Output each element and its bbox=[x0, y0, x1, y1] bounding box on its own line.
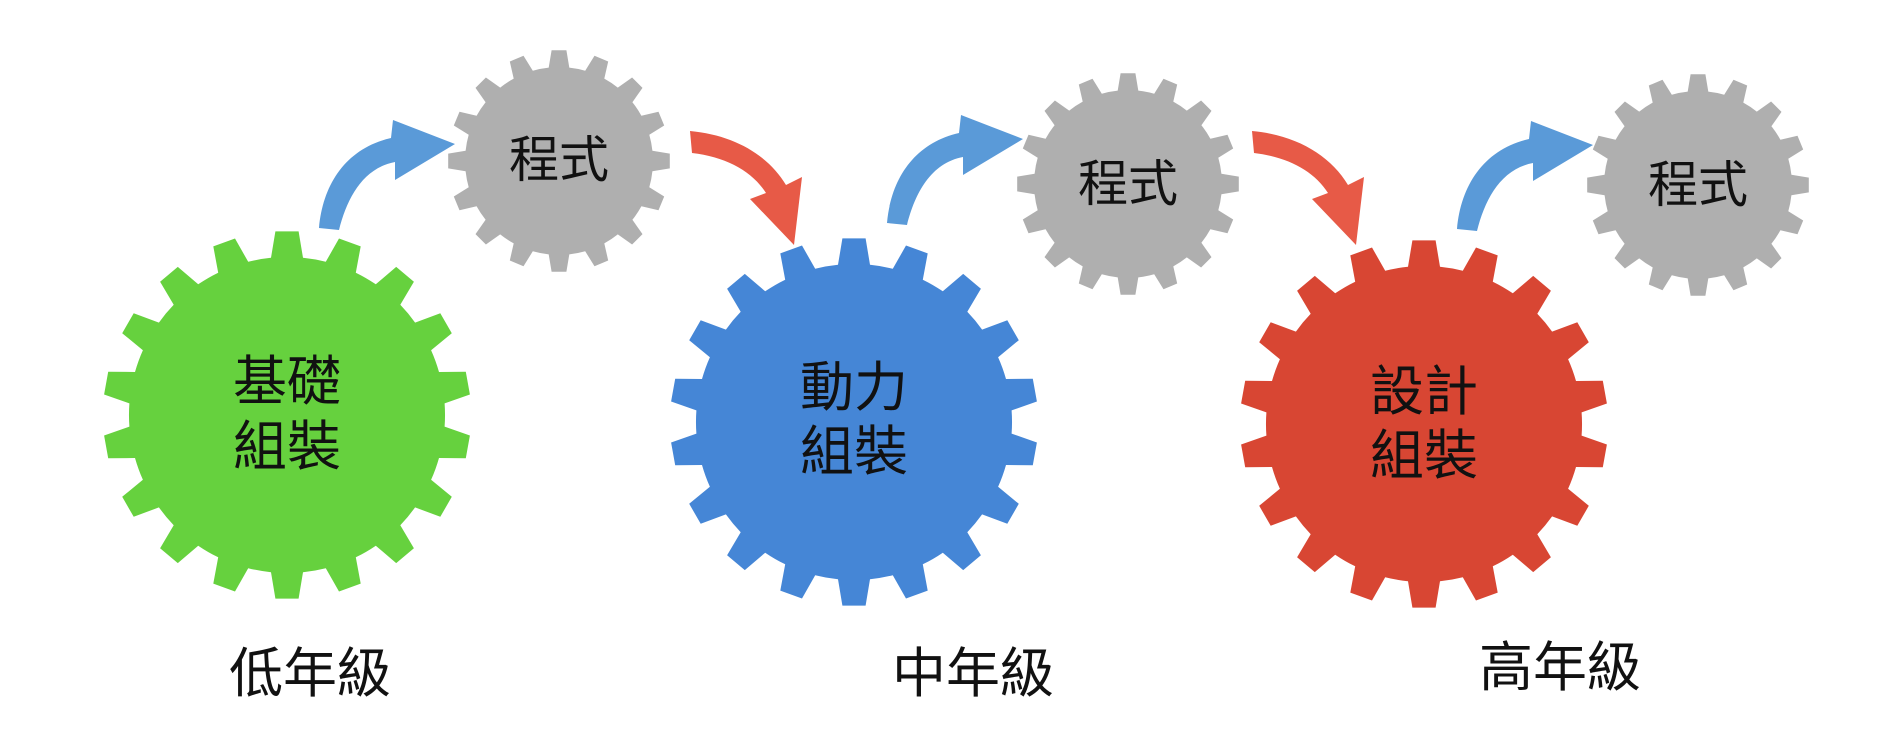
up-arrow-3 bbox=[1457, 121, 1593, 231]
grade-label-3: 高年級 bbox=[1479, 636, 1641, 699]
up-arrow-2 bbox=[887, 115, 1023, 225]
program-gear-1-shape bbox=[448, 50, 670, 272]
program-gear-3-shape bbox=[1587, 74, 1809, 296]
down-arrow-2 bbox=[1252, 131, 1364, 245]
program-gear-2-label: 程式 bbox=[1078, 155, 1178, 213]
up-arrow-1 bbox=[319, 120, 455, 230]
program-gear-2-shape bbox=[1017, 73, 1239, 295]
program-gear-3-label: 程式 bbox=[1648, 156, 1748, 214]
stage-1: 基礎 組裝 程式 低年級 bbox=[104, 50, 670, 705]
main-gear-1-label-line-1: 基礎 bbox=[233, 350, 341, 413]
main-gear-2-shape bbox=[671, 238, 1037, 606]
program-gear-1-label: 程式 bbox=[509, 131, 609, 189]
main-gear-2-label-line-1: 動力 bbox=[800, 356, 908, 419]
grade-label-1: 低年級 bbox=[229, 642, 391, 705]
down-arrow-1 bbox=[690, 131, 802, 245]
main-gear-3-label-line-1: 設計 bbox=[1370, 360, 1478, 423]
main-gear-1-shape bbox=[104, 231, 470, 599]
main-gear-1-label-line-2: 組裝 bbox=[233, 415, 341, 478]
main-gear-2-label-line-2: 組裝 bbox=[800, 420, 908, 483]
stage-3: 設計 組裝 程式 高年級 bbox=[1241, 74, 1809, 699]
main-gear-3-shape bbox=[1241, 240, 1607, 608]
grade-label-2: 中年級 bbox=[892, 642, 1054, 705]
stage-2: 動力 組裝 程式 中年級 bbox=[671, 73, 1239, 705]
main-gear-3-label-line-2: 組裝 bbox=[1370, 424, 1478, 487]
